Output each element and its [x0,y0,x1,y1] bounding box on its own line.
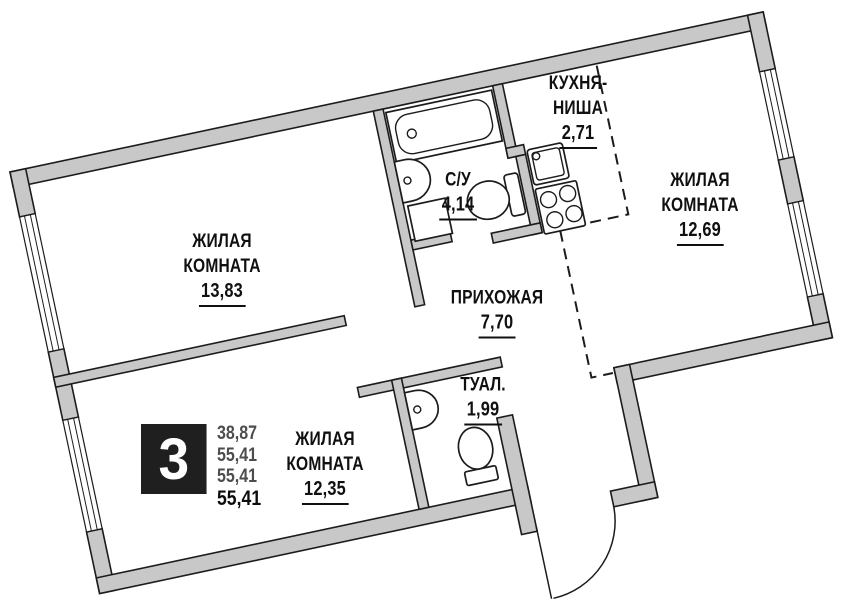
area-summary-total: 55,41 [217,485,262,510]
area-summary: 38,87 55,41 55,41 55,41 [217,422,262,510]
wc-sink-icon [403,389,440,431]
room-label-hallway: ПРИХОЖАЯ 7,70 [451,286,544,339]
wall-wc-left [390,377,430,511]
entrance-door-leaf [535,526,553,599]
wall-living1-living3 [52,314,348,389]
window-right-lower [786,199,824,298]
room-name-line: ЖИЛАЯ [295,429,355,450]
area-summary-row: 38,87 [217,422,258,444]
entrance-door-arc [553,505,616,600]
room-label-living3: ЖИЛАЯ КОМНАТА 12,35 [286,427,363,505]
room-name-line: НИША [552,98,604,119]
hallway-living2-boundary [559,230,614,379]
area-summary-row: 55,41 [217,443,258,466]
exterior-walls [9,10,834,595]
wall-wc-right [495,413,539,536]
window-left-living1 [18,212,65,353]
bathroom-sink-icon [393,158,432,204]
bathroom-fixtures [384,89,527,243]
wall-bathroom-left [372,108,426,308]
room-label-wc: ТУАЛ. 1,99 [460,373,506,426]
room-name-line: ЖИЛАЯ [670,170,730,191]
wall-living2-bottom [612,321,834,385]
room-label-kitchen: КУХНЯ- НИША 2,71 [549,71,608,149]
kitchen-fixtures [526,142,587,235]
window-right-upper [758,67,795,161]
wall-right-pier [777,155,805,205]
bathtub-icon [384,89,504,165]
wc-fixtures [403,389,500,487]
rooms-count-value: 3 [158,426,190,492]
entrance-door [535,505,616,600]
rooms-count-badge: 3 [141,424,207,494]
room-area-value: 1,99 [464,398,502,426]
washing-machine-icon [406,197,454,243]
room-name-line: КОМНАТА [286,454,364,475]
room-name-line: ТУАЛ. [460,374,506,396]
room-name-line: ЖИЛАЯ [192,231,252,252]
wc-toilet-icon [457,426,500,487]
wall-entry-stub-right [609,480,659,508]
interior-walls [52,82,544,536]
area-summary-row: 55,41 [217,465,258,487]
room-name-line: ПРИХОЖАЯ [450,287,544,309]
room-area-value: 2,71 [559,121,597,149]
stove-icon [534,180,587,235]
room-label-living2: ЖИЛАЯ КОМНАТА 12,69 [661,168,738,246]
wall-vestibule-right [612,363,659,502]
room-name-line: КОМНАТА [661,195,739,216]
windows [18,67,824,533]
room-area-value: 12,35 [301,477,349,505]
room-area-value: 4,14 [439,193,477,221]
bathroom-toilet-icon [466,172,527,221]
room-area-value: 7,70 [478,311,516,339]
zone-boundaries [559,65,630,379]
room-area-value: 12,69 [676,218,724,246]
wall-right-corner-top [746,10,777,73]
room-name-line: КУХНЯ- [548,73,608,94]
wall-toilet-niche [490,221,544,245]
room-name-line: С/У [445,169,471,191]
kitchen-sink-icon [526,142,570,186]
room-area-value: 13,83 [198,279,246,307]
room-name-line: КОМНАТА [183,256,261,277]
room-label-living1: ЖИЛАЯ КОМНАТА 13,83 [183,229,260,307]
window-left-living3 [62,416,103,533]
kitchen-niche-boundary [578,65,630,226]
room-label-bathroom: С/У 4,14 [439,168,477,221]
